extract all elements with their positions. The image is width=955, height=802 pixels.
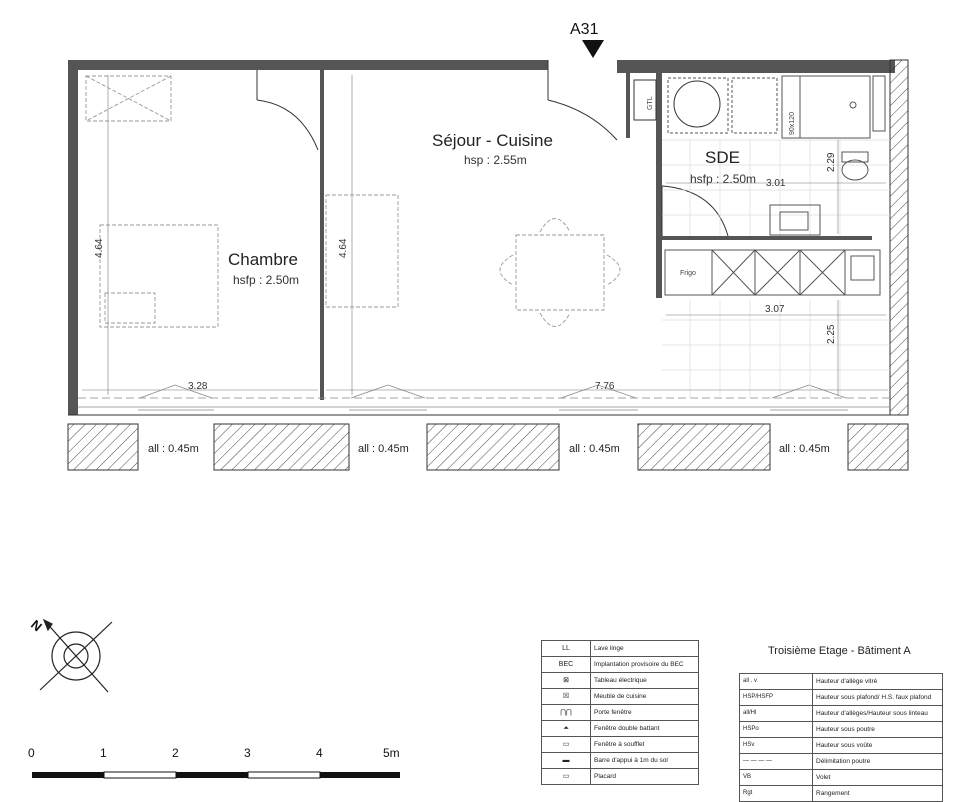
scale-tick: 1 [100, 746, 107, 760]
abbr-label: Volet [812, 769, 943, 786]
scale-tick: 4 [316, 746, 323, 760]
legend-label: Fenêtre double battant [590, 720, 699, 737]
legend-row: ▭Fenêtre à soufflet [541, 736, 699, 753]
legend-row: ⊠Tableau électrique [541, 672, 699, 689]
legend-row: ⋂⋂Porte fenêtre [541, 704, 699, 721]
legend-row: ⏶Fenêtre double battant [541, 720, 699, 737]
french-door-icon: ⋂⋂ [541, 704, 591, 721]
room-sde-height: hsfp : 2.50m [690, 172, 756, 186]
closet-icon: ▭ [541, 768, 591, 785]
room-sejour-height: hsp : 2.55m [464, 153, 527, 167]
abbr-key: all . v [739, 673, 813, 690]
room-sde-name: SDE [705, 148, 740, 167]
entrance-arrow-icon [582, 40, 604, 58]
dim-sde-width: 3.01 [766, 178, 786, 189]
abbr-label: Hauteur sous voûte [812, 737, 943, 754]
abbr-label: Hauteur sous plafond/ H.S. faux plafond [812, 689, 943, 706]
frigo-label: Frigo [680, 270, 696, 277]
legend-symbol: BEC [541, 656, 591, 673]
room-sejour-name: Séjour - Cuisine [432, 131, 553, 150]
abbr-key: Rgt [739, 785, 813, 802]
dim-kitchen-depth: 2.25 [826, 324, 837, 344]
legend-row: ▬Barre d'appui à 1m du sol [541, 752, 699, 769]
dim-chambre-depth: 4.64 [94, 238, 105, 258]
legend-row: ▭Placard [541, 768, 699, 785]
compass-north: N [28, 617, 45, 635]
scale-tick: 0 [28, 746, 35, 760]
kitchen-units [664, 249, 881, 296]
beam-line-icon: — — — — [739, 753, 813, 770]
abbr-key: HSP/HSFP [739, 689, 813, 706]
kitchen-unit-icon: ☒ [541, 688, 591, 705]
double-window-icon: ⏶ [541, 720, 591, 737]
compass-icon [39, 618, 113, 693]
facade-wall [67, 414, 909, 471]
sill-label: all : 0.45m [569, 443, 620, 455]
support-bar-icon: ▬ [541, 752, 591, 769]
scale-tick: 5m [383, 746, 400, 760]
window-lines [78, 384, 890, 411]
shower-size: 90x120 [789, 112, 796, 135]
gtl-label: GTL [647, 96, 654, 110]
walls [68, 60, 895, 415]
dim-sejour-depth: 4.64 [338, 238, 349, 258]
furniture [85, 75, 621, 328]
legend-label: Placard [590, 768, 699, 785]
abbr-key: all/Hl [739, 705, 813, 722]
abbr-label: Hauteur d'allèges/Hauteur sous linteau [812, 705, 943, 722]
tilt-window-icon: ▭ [541, 736, 591, 753]
sde-fixtures [667, 75, 886, 236]
abbr-row: — — — —Délimitation poutre [739, 753, 943, 770]
sill-label: all : 0.45m [148, 443, 199, 455]
dim-chambre-width: 3.28 [188, 381, 208, 392]
legend-label: Barre d'appui à 1m du sol [590, 752, 699, 769]
abbr-key: HSv [739, 737, 813, 754]
dimension-lines [82, 75, 888, 396]
dim-kitchen-width: 3.07 [765, 304, 785, 315]
abbr-label: Rangement [812, 785, 943, 802]
abbr-key: VB [739, 769, 813, 786]
electrical-panel-icon: ⊠ [541, 672, 591, 689]
dim-sde-depth: 2.29 [826, 152, 837, 172]
abbr-label: Hauteur d'allège vitré [812, 673, 943, 690]
sheet-title: Troisième Etage - Bâtiment A [768, 645, 911, 657]
legend-symbol: LL [541, 640, 591, 657]
legend-label: Fenêtre à soufflet [590, 736, 699, 753]
dim-sejour-width: 7.76 [595, 381, 615, 392]
abbr-label: Hauteur sous poutre [812, 721, 943, 738]
tile-grid [662, 139, 890, 398]
scale-tick: 2 [172, 746, 179, 760]
abbr-label: Délimitation poutre [812, 753, 943, 770]
abbr-key: HSPo [739, 721, 813, 738]
legend-row: ☒Meuble de cuisine [541, 688, 699, 705]
room-chambre-name: Chambre [228, 250, 298, 269]
legend-label: Implantation provisoire du BEC [590, 656, 699, 673]
legend-label: Tableau électrique [590, 672, 699, 689]
scale-bar [32, 771, 400, 779]
doors [256, 60, 729, 237]
apartment-ref: A31 [570, 21, 599, 38]
sill-label: all : 0.45m [358, 443, 409, 455]
room-chambre-height: hsfp : 2.50m [233, 273, 299, 287]
right-wall [889, 59, 909, 416]
legend-label: Porte fenêtre [590, 704, 699, 721]
sill-label: all : 0.45m [779, 443, 830, 455]
legend-label: Lave linge [590, 640, 699, 657]
legend-label: Meuble de cuisine [590, 688, 699, 705]
scale-tick: 3 [244, 746, 251, 760]
